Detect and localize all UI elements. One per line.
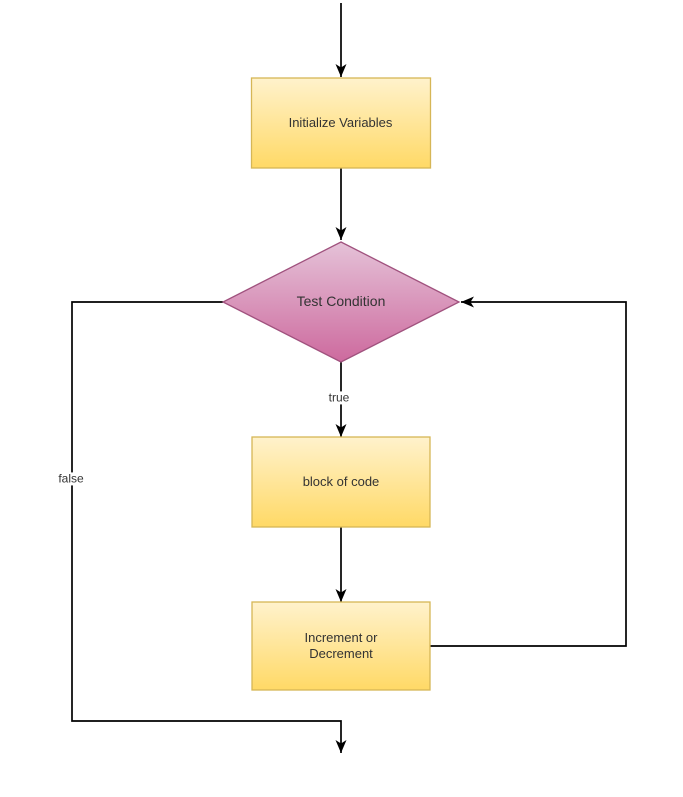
node-increment-or-decrement	[251, 601, 431, 691]
edge-condition-false-to-exit	[71, 301, 347, 753]
edge-increment-loop-to-condition	[430, 296, 627, 647]
node-test-condition	[221, 241, 461, 363]
node-block-of-code	[251, 436, 431, 528]
node-initialize-variables	[250, 77, 432, 169]
